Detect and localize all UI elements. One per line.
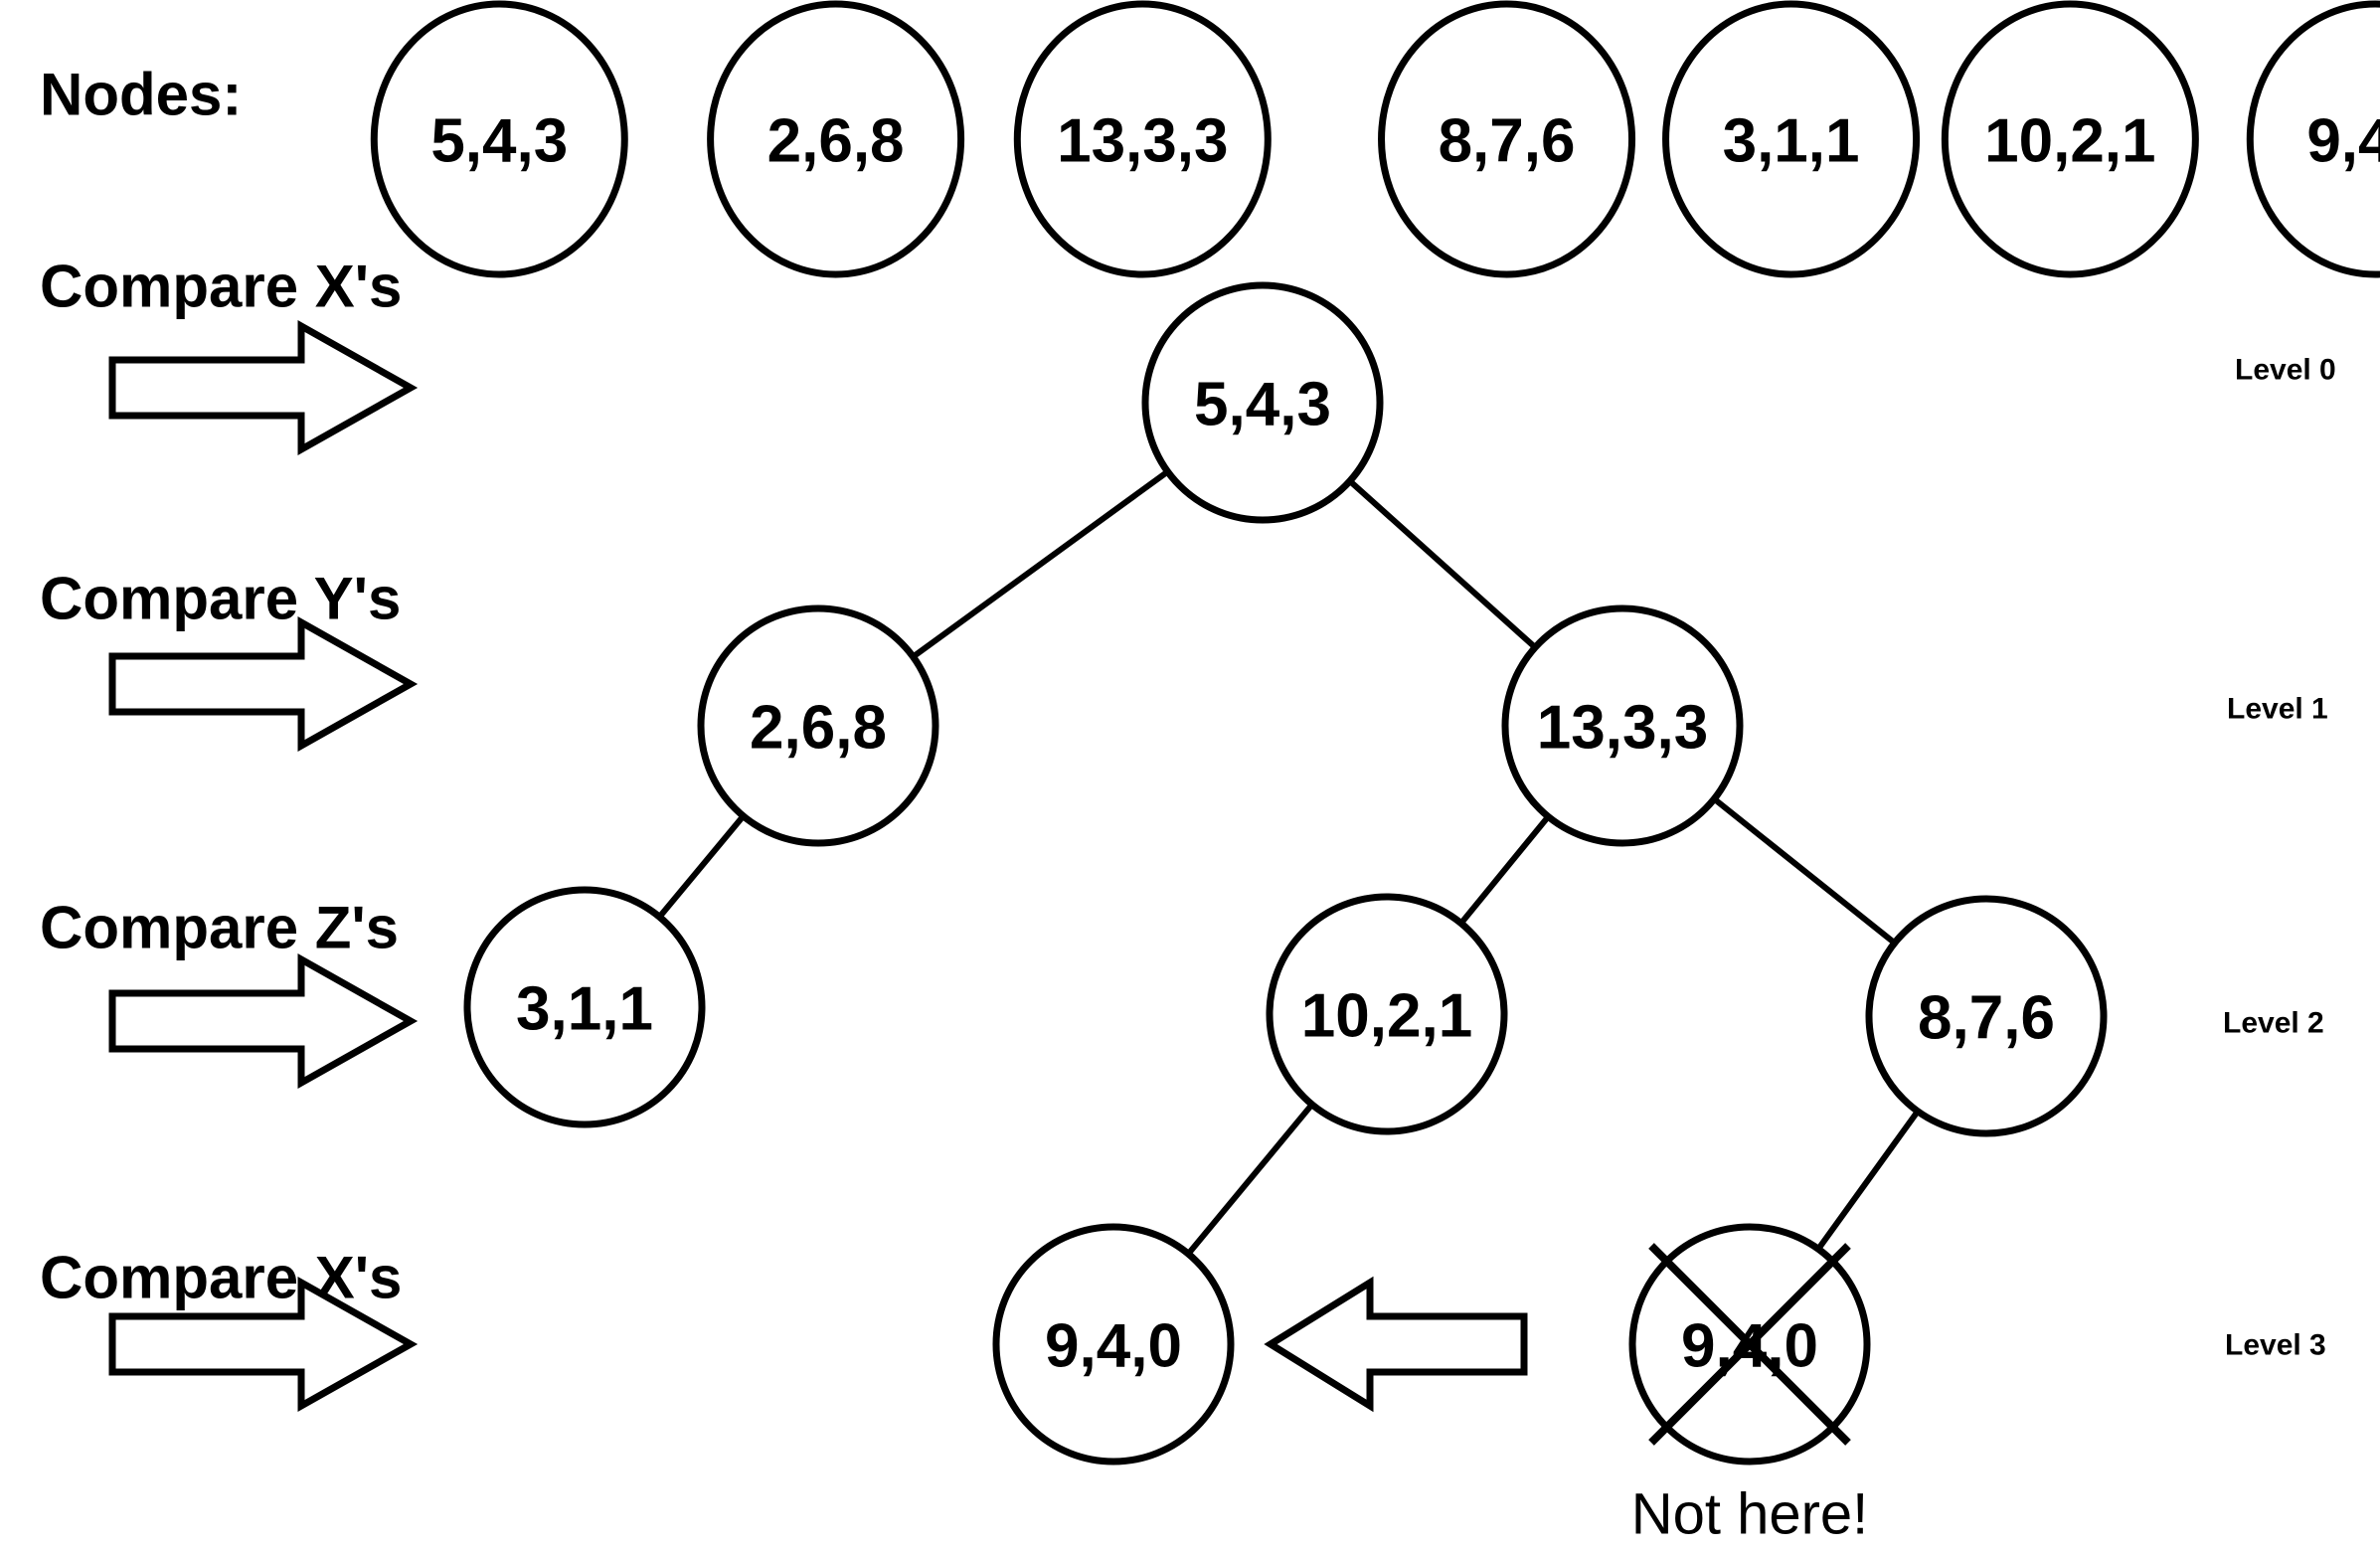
tree-node: 13,3,3 [1501, 604, 1744, 847]
node-outline [992, 1223, 1235, 1466]
node-chip: 10,2,1 [1941, 0, 2199, 278]
tree-edge [1815, 1109, 1921, 1252]
level-label: Level 1 [2227, 693, 2328, 726]
right-pointing-arrow-icon [108, 1277, 419, 1412]
not-here-annotation: Not here! [1631, 1482, 1869, 1547]
tree-node: 5,4,3 [1141, 281, 1384, 524]
node-outline [707, 0, 965, 278]
node-value-label: 13,3,3 [1537, 694, 1708, 763]
tree-node: 2,6,8 [697, 604, 939, 847]
node-value-label: 3,1,1 [1723, 107, 1860, 176]
node-value-label: 10,2,1 [1984, 107, 2155, 176]
node-value-label: 8,7,6 [1439, 107, 1576, 176]
node-value-label: 2,6,8 [767, 107, 905, 176]
node-outline [1662, 0, 1921, 278]
node-value-label: 8,7,6 [1918, 984, 2055, 1053]
node-outline [463, 886, 706, 1128]
node-chip: 13,3,3 [1013, 0, 1272, 278]
tree-node: 10,2,1 [1266, 893, 1508, 1135]
right-pointing-arrow-icon [108, 953, 419, 1089]
node-value-label: 5,4,3 [430, 107, 568, 176]
node-list-row: 5,4,3 2,6,8 13,3,3 8,7,6 3,1,1 10,2,1 9,4,0 [370, 0, 2380, 278]
tree-edge [911, 468, 1170, 660]
tree-edge [1458, 814, 1551, 926]
node-outline [1865, 895, 2108, 1137]
node-chip: 5,4,3 [370, 0, 628, 278]
level-labels-group: Level 0 Level 1 Level 2 Level 3 [2223, 354, 2336, 1362]
node-value-label: 5,4,3 [1194, 371, 1331, 439]
nodes-caption-label: Nodes: [40, 62, 242, 128]
right-pointing-arrow-icon [108, 616, 419, 752]
node-outline [697, 604, 939, 847]
compare-step-label: Compare X's [40, 1245, 402, 1311]
cross-out-icon [1648, 1243, 1851, 1446]
tree-edge [1185, 1102, 1315, 1257]
tree-node: 8,7,6 [1865, 895, 2108, 1137]
node-outline [1013, 0, 1272, 278]
right-pointing-arrow-icon [108, 320, 419, 455]
tree-node: 3,1,1 [463, 886, 706, 1128]
node-chip: 3,1,1 [1662, 0, 1921, 278]
node-chip: 8,7,6 [1378, 0, 1636, 278]
node-value-label: 9,4,0 [1045, 1312, 1182, 1381]
compare-step-label: Compare Z's [40, 895, 399, 961]
node-value-label: 13,3,3 [1057, 107, 1228, 176]
node-value-label: 3,1,1 [516, 975, 653, 1044]
tree-node: 9,4,0 [992, 1223, 1235, 1466]
tree-node: 9,4,0 [1628, 1223, 1871, 1466]
node-outline [1501, 604, 1744, 847]
node-value-label: 2,6,8 [750, 694, 887, 763]
left-pointing-arrow-group [1264, 1276, 1528, 1413]
tree-edges-group [657, 468, 1921, 1257]
node-outline [1141, 281, 1384, 524]
left-pointing-arrow-icon [1264, 1276, 1528, 1413]
node-chip: 9,4,0 [2246, 0, 2380, 278]
tree-edge [1712, 796, 1897, 946]
level-label: Level 0 [2235, 354, 2336, 387]
node-value-label: 10,2,1 [1301, 982, 1472, 1051]
node-outline [1266, 893, 1508, 1135]
node-value-label: 9,4,0 [2306, 107, 2380, 176]
level-label: Level 3 [2225, 1329, 2326, 1362]
tree-nodes-group: 5,4,3 2,6,8 13,3,3 3,1,1 10,2,1 8,7,6 9,4,0 9,4… [463, 281, 2108, 1466]
level-label: Level 2 [2223, 1007, 2324, 1040]
node-outline [1378, 0, 1636, 278]
node-outline [1941, 0, 2199, 278]
node-outline [2246, 0, 2380, 278]
tree-edge [657, 813, 746, 920]
compare-step-label: Compare X's [40, 254, 402, 320]
node-outline [370, 0, 628, 278]
compare-step-label: Compare Y's [40, 566, 401, 632]
node-chip: 2,6,8 [707, 0, 965, 278]
tree-edge [1347, 478, 1538, 650]
